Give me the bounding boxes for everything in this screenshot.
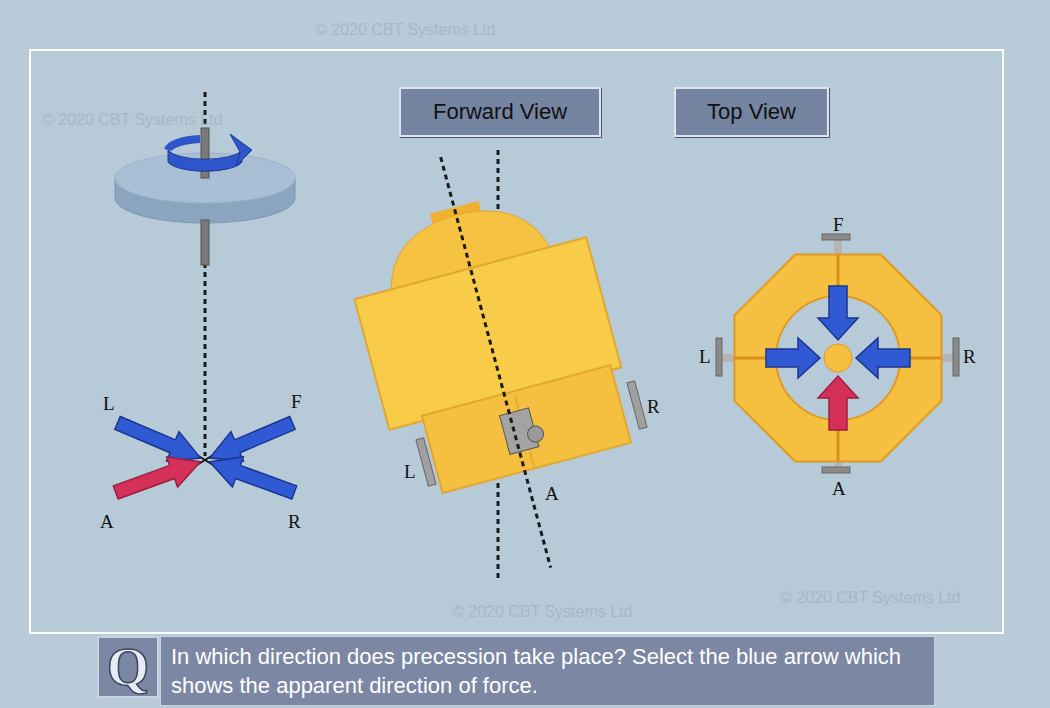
force-label: A (100, 512, 114, 531)
rotation-arrow (168, 150, 242, 171)
force-label: F (291, 392, 302, 411)
watermark: © 2020 CBT Systems Ltd (315, 22, 495, 38)
watermark: © 2020 CBT Systems Ltd (452, 604, 632, 620)
watermark: © 2020 CBT Systems Ltd (42, 112, 222, 128)
force-arrows (110, 408, 299, 507)
paddle-label: A (545, 484, 559, 503)
paddle-label: R (963, 347, 976, 366)
force-arrow-a (110, 447, 206, 508)
button-label: Forward View (433, 99, 567, 125)
view-button: Top View (674, 87, 829, 137)
force-arrow-f (818, 286, 858, 340)
rotation-arrow-head (230, 134, 252, 166)
paddle-label: L (699, 347, 711, 366)
question-letter: Q (107, 640, 149, 694)
force-arrow-r (204, 447, 300, 508)
top-view-figure (766, 286, 910, 430)
center-hub (824, 344, 852, 372)
force-arrow-r (856, 338, 910, 378)
paddle-l (716, 338, 722, 376)
gyroscope (115, 92, 295, 456)
top-view-figure (716, 234, 959, 473)
paddle-f (822, 234, 850, 240)
question-text: In which direction does precession take … (171, 642, 924, 700)
view-button: Forward View (399, 87, 601, 137)
force-label: L (103, 394, 115, 413)
octagon-ring (735, 255, 942, 462)
force-arrow-a (818, 376, 858, 430)
force-arrow-l (766, 338, 820, 378)
paddle-l (416, 438, 436, 486)
paddle-label: A (832, 479, 846, 498)
question-text-box: In which direction does precession take … (160, 636, 935, 706)
force-label: R (288, 512, 301, 531)
rotation-arrow (168, 139, 200, 150)
paddle-a (822, 467, 850, 473)
forward-view-figure (325, 126, 667, 599)
button-label: Top View (707, 99, 796, 125)
forward-view-figure (325, 126, 667, 599)
forward-view-figure (526, 424, 546, 444)
axle (201, 220, 209, 265)
tilted-axis (441, 157, 551, 568)
watermark: © 2020 CBT Systems Ltd (780, 590, 960, 606)
paddle-label: R (647, 397, 660, 416)
question-icon: Q (97, 636, 159, 698)
paddle-label: F (833, 215, 844, 234)
paddle-r (627, 381, 647, 429)
paddle-label: L (404, 462, 416, 481)
panel (30, 50, 1003, 633)
paddle-r (953, 338, 959, 376)
